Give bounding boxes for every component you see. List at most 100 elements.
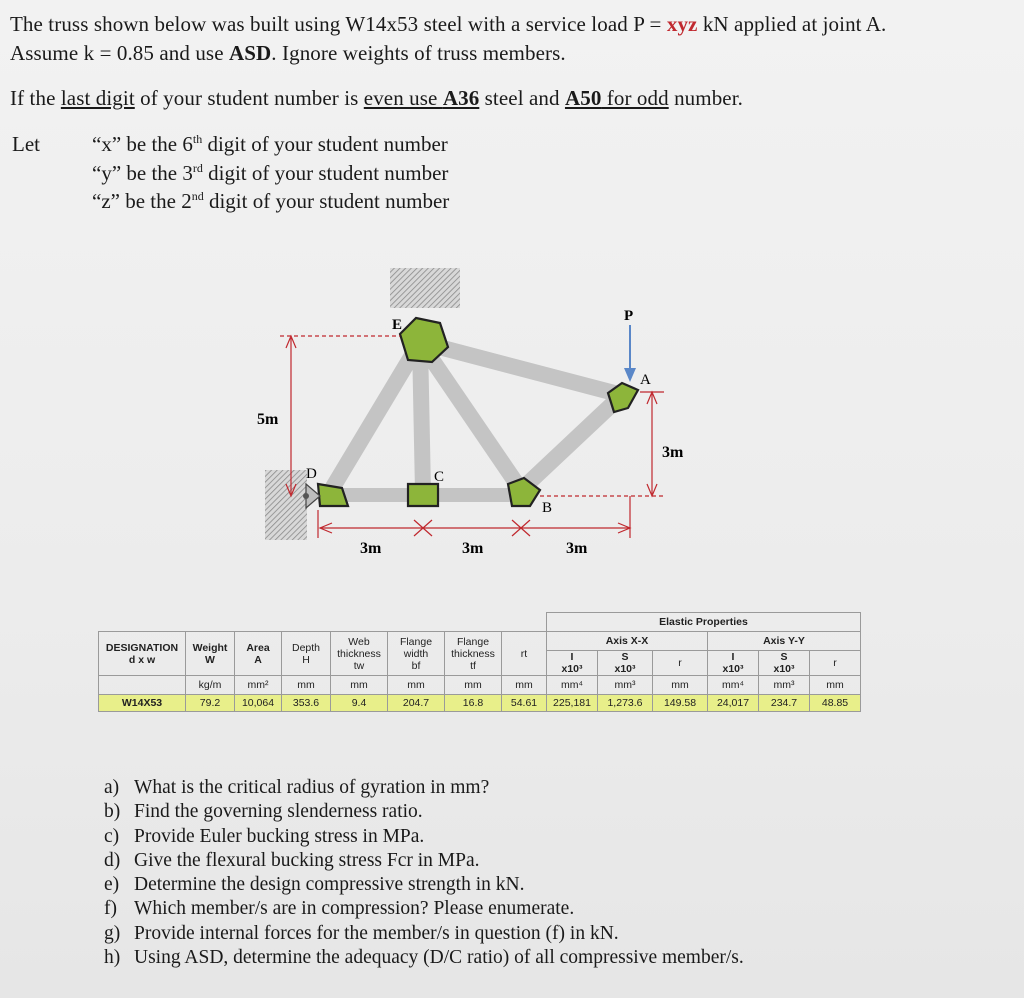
col-sym: I [570,651,574,663]
table-row: W14X53 79.2 10,064 353.6 9.4 204.7 16.8 … [98,694,861,712]
question-text: Provide internal forces for the member/s… [134,922,619,944]
value-weight: 79.2 [185,694,235,712]
table-row: kg/m mm² mm mm mm mm mm mm⁴ mm³ mm mm⁴ m… [98,675,861,695]
unit-cell: mm [281,675,331,695]
member-ba [515,389,628,496]
text-segment: steel and [479,86,565,110]
pin-d [303,493,309,499]
text-segment: digit of your student number [202,161,449,185]
unit-cell: mm [330,675,388,695]
value-iy: 24,017 [707,694,759,712]
text-segment: “y” be the 3 [92,161,193,185]
unit-cell: mm³ [758,675,810,695]
joint-label-c: C [434,469,444,485]
question-item: a)What is the critical radius of gyratio… [104,776,744,800]
dim-label-span-2: 3m [462,540,484,557]
member-ec [412,341,431,493]
value-sx: 1,273.6 [597,694,653,712]
designation-units-blank [98,675,186,695]
question-text: Which member/s are in compression? Pleas… [134,898,575,920]
col-sym: r [833,657,837,669]
col-header-rx: r [652,650,708,676]
value-flange-width: 204.7 [387,694,445,712]
text-segment: kN applied at joint A. [697,12,887,36]
col-name: Web thickness [337,635,381,660]
asd-keyword: ASD [228,41,272,65]
question-letter: g) [104,922,121,944]
load-variable: xyz [666,12,698,36]
truss-diagram: E A C B D P 5m 3m 3m 3m 3m [257,268,684,557]
question-item: e)Determine the design compressive stren… [104,873,744,897]
table-blank [99,613,547,632]
value-sy: 234.7 [758,694,810,712]
ordinal-suffix: nd [191,189,204,203]
question-item: b)Find the governing slenderness ratio. [104,800,744,824]
question-letter: d) [104,849,121,871]
unit-cell: mm³ [597,675,653,695]
text-segment: of your student number is [134,86,364,110]
question-item: d) Give the flexural bucking stress Fcr i… [104,849,744,873]
unit-cell: mm [387,675,445,695]
odd-phrase: for odd [601,86,669,110]
value-rt: 54.61 [501,694,547,712]
col-sym: r [678,657,682,669]
gusset-d [316,482,350,508]
col-sym: S [780,651,788,663]
text-segment: digit of your student number [203,189,450,213]
col-name: Flange thickness [451,635,495,660]
unit-cell: mm [809,675,861,695]
text-segment: “z” be the 2 [92,189,192,213]
ordinal-suffix: th [192,132,203,146]
dim-label-3m-vertical: 3m [662,444,684,461]
question-item: g) Provide internal forces for the member… [104,922,744,946]
axis-yy-header: Axis Y-Y [707,631,861,651]
axis-xx-header: Axis X-X [546,631,708,651]
col-sym: I [731,651,735,663]
question-item: c)Provide Euler bucking stress in MPa. [104,825,744,849]
question-text: Give the flexural bucking stress Fcr in … [134,849,480,871]
dim-label-span-1: 3m [360,540,382,557]
text-segment: Assume k = 0.85 and use [10,41,229,65]
gusset-e [398,316,450,364]
let-y-line: “y” be the 3rd digit of your student num… [92,161,448,186]
col-name: Area [246,641,270,654]
left-wall-hatch [265,470,307,540]
question-letter: f) [104,898,117,920]
designation-label: DESIGNATION [105,641,179,654]
text-segment: number. [668,86,744,110]
col-mult: x10³ [614,663,636,675]
questions-list: a)What is the critical radius of gyratio… [104,776,744,970]
let-x-line: “x” be the 6th digit of your student num… [92,132,448,157]
col-sym: bf [411,659,421,672]
col-header-ry: r [809,650,861,676]
let-z-line: “z” be the 2nd digit of your student num… [92,189,449,214]
question-text: Provide Euler bucking stress in MPa. [134,825,425,847]
problem-line-3: If the last digit of your student number… [10,86,743,111]
question-letter: b) [104,801,121,823]
unit-cell: mm⁴ [707,675,759,695]
member-de [323,337,427,497]
dim-label-5m: 5m [257,411,279,428]
dimension-lines [280,334,664,538]
even-phrase: even use [363,86,443,110]
member-eb [413,337,528,495]
gusset-a [606,381,640,414]
member-ea [417,334,625,403]
value-web-thickness: 9.4 [330,694,388,712]
unit-cell: kg/m [185,675,235,695]
unit-cell: mm⁴ [546,675,598,695]
a50-steel: A50 [564,86,602,110]
value-ix: 225,181 [546,694,598,712]
value-depth: 353.6 [281,694,331,712]
unit-cell: mm [444,675,502,695]
text-segment: “x” be the 6 [92,132,193,156]
col-sym: tw [353,659,365,672]
